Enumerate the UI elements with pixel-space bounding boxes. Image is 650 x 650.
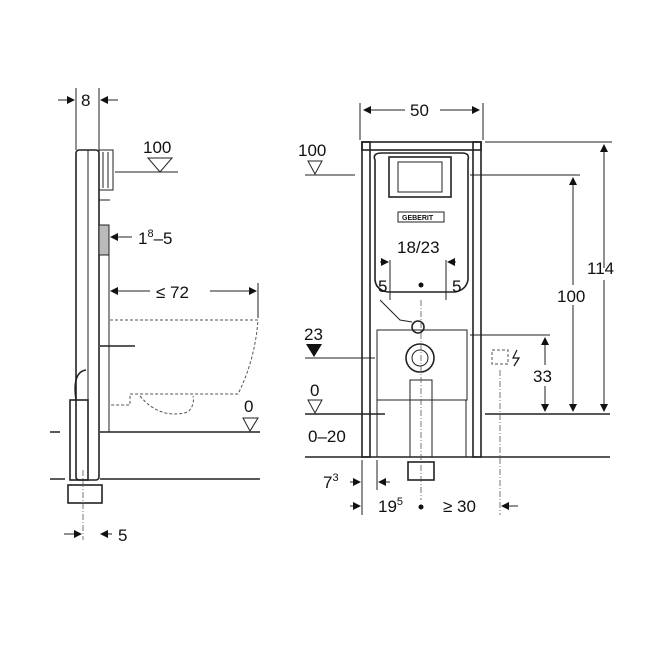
dim-socket-distance: ≥ 30 [443, 497, 476, 516]
dim-drain-offset: 5 [118, 526, 127, 545]
electric-socket-icon [512, 349, 521, 367]
floor-range-label: 0–20 [308, 427, 346, 446]
dim-offset-left: 5 [378, 277, 387, 296]
front-view: GEBERIT 50 100 114 100 33 18/23 [298, 101, 614, 516]
dim-max-projection: ≤ 72 [156, 283, 189, 302]
dim-total-height: 114 [587, 259, 614, 278]
level-23-label: 23 [304, 325, 323, 344]
level-0-label: 0 [244, 397, 253, 416]
side-view: 8 100 18–5 ≤ 72 0 5 [50, 88, 260, 545]
level-0-label: 0 [310, 381, 319, 400]
dim-actuator-height: 100 [557, 287, 585, 306]
dim-center-offset: 195 [378, 496, 403, 516]
dim-frame-width: 50 [410, 101, 429, 120]
level-100-label: 100 [143, 138, 171, 157]
level-100-label: 100 [298, 141, 326, 160]
dim-panel-gap: 18–5 [138, 228, 173, 248]
dim-socket-height: 33 [533, 367, 552, 386]
dim-leg-offset: 73 [323, 472, 339, 492]
dim-pipe-spacing: 18/23 [397, 238, 440, 257]
geberit-logo: GEBERIT [402, 215, 434, 222]
dim-offset-right: 5 [452, 277, 461, 296]
dim-wall-depth: 8 [81, 91, 90, 110]
